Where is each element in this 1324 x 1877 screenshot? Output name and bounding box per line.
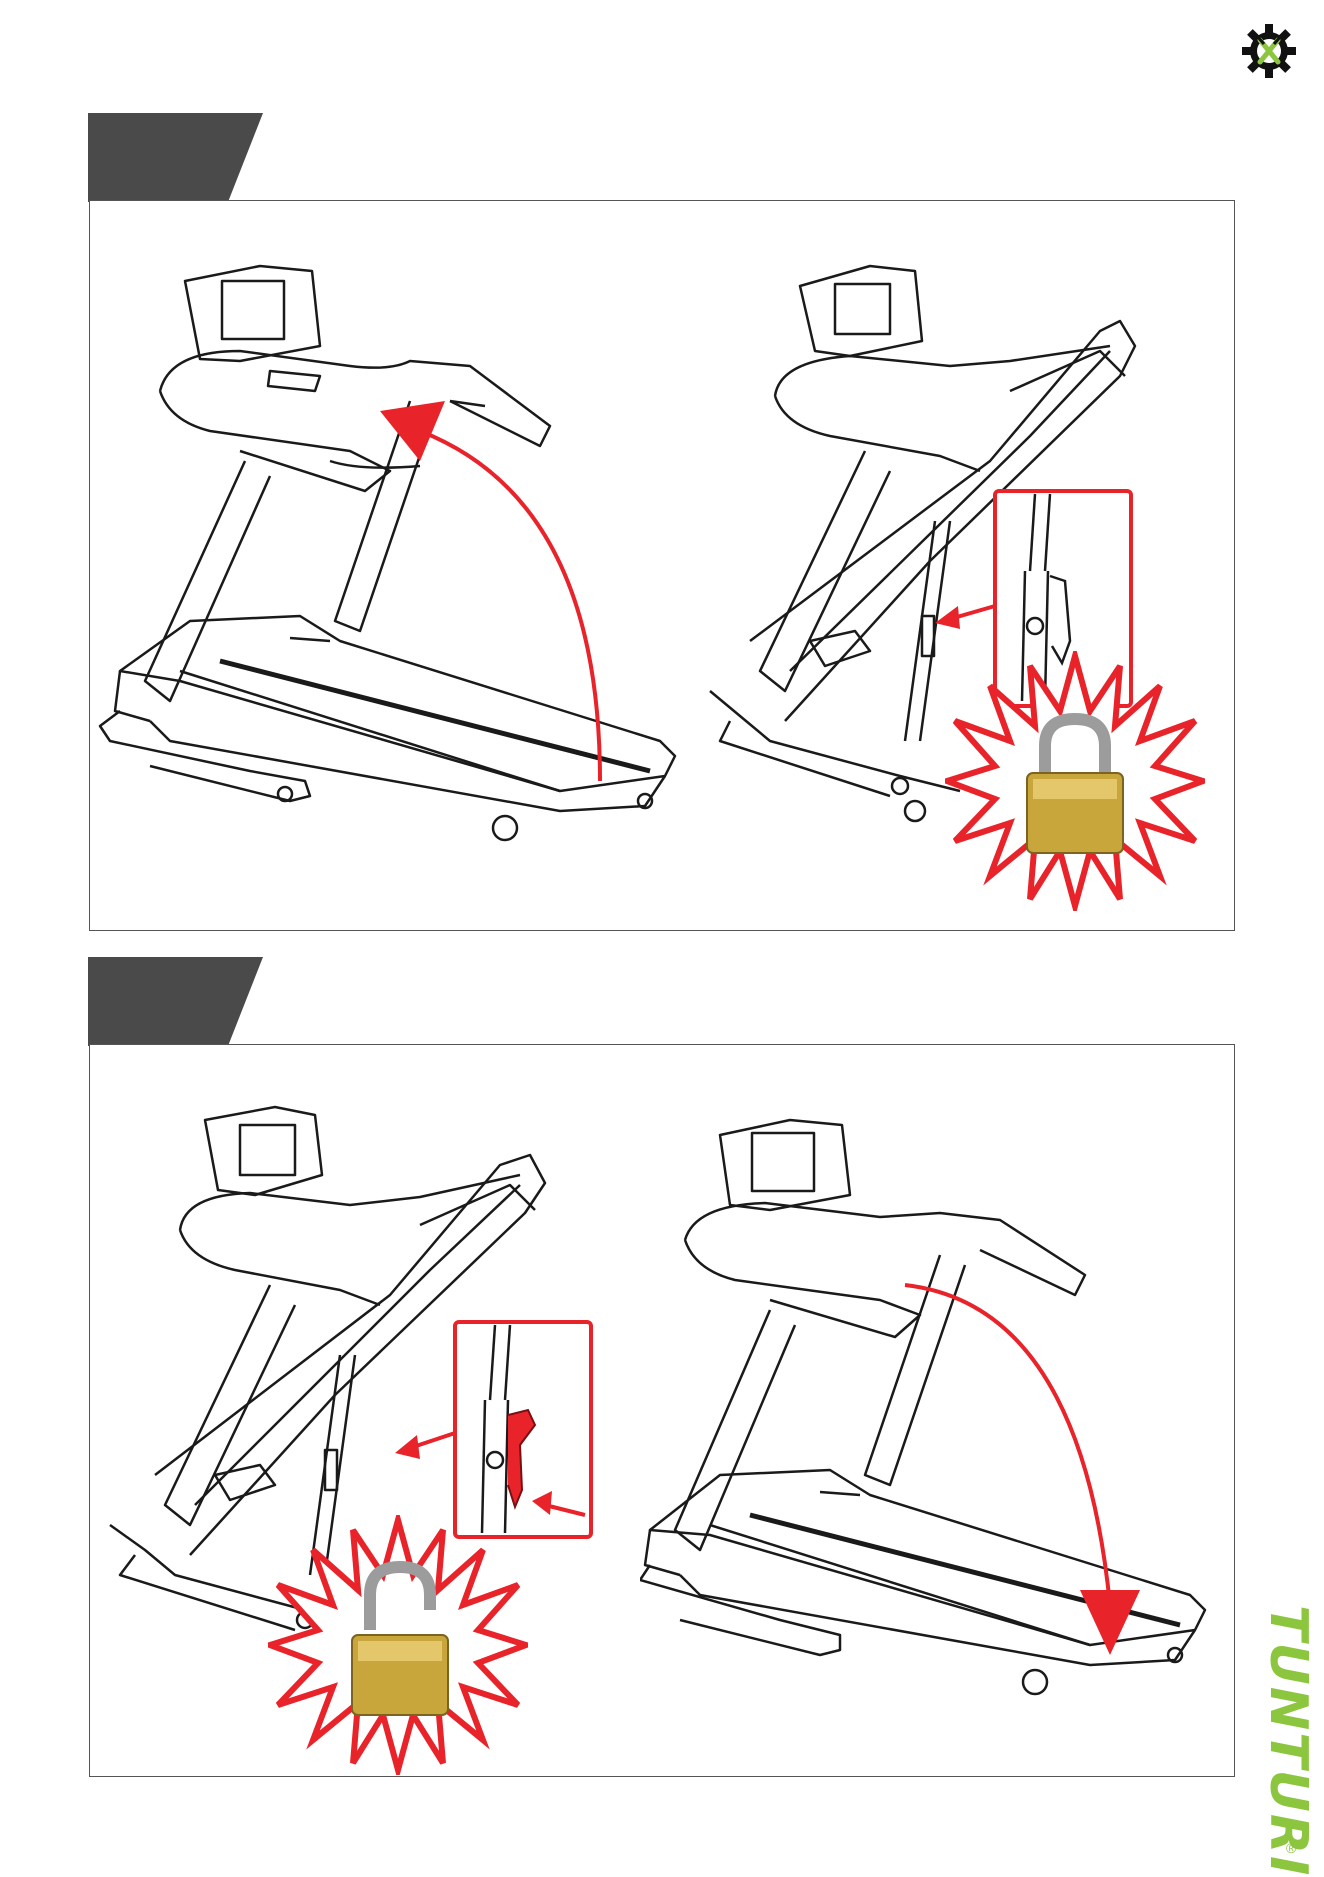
step-2-panel [89,1044,1235,1777]
brand-logo: TUNTURI [1258,1605,1318,1865]
padlock-locked-icon [945,651,1205,911]
step-1-tab [88,113,263,202]
step-1-panel [89,200,1235,931]
brand-name: TUNTURI [1258,1605,1318,1865]
step-2-tab [88,957,263,1046]
treadmill-unfolded-illustration [90,201,730,921]
registered-mark: ® [1286,1840,1296,1856]
padlock-unlocked-icon [268,1515,528,1775]
gear-tools-icon [1240,22,1298,80]
treadmill-lowering-illustration [640,1045,1236,1775]
